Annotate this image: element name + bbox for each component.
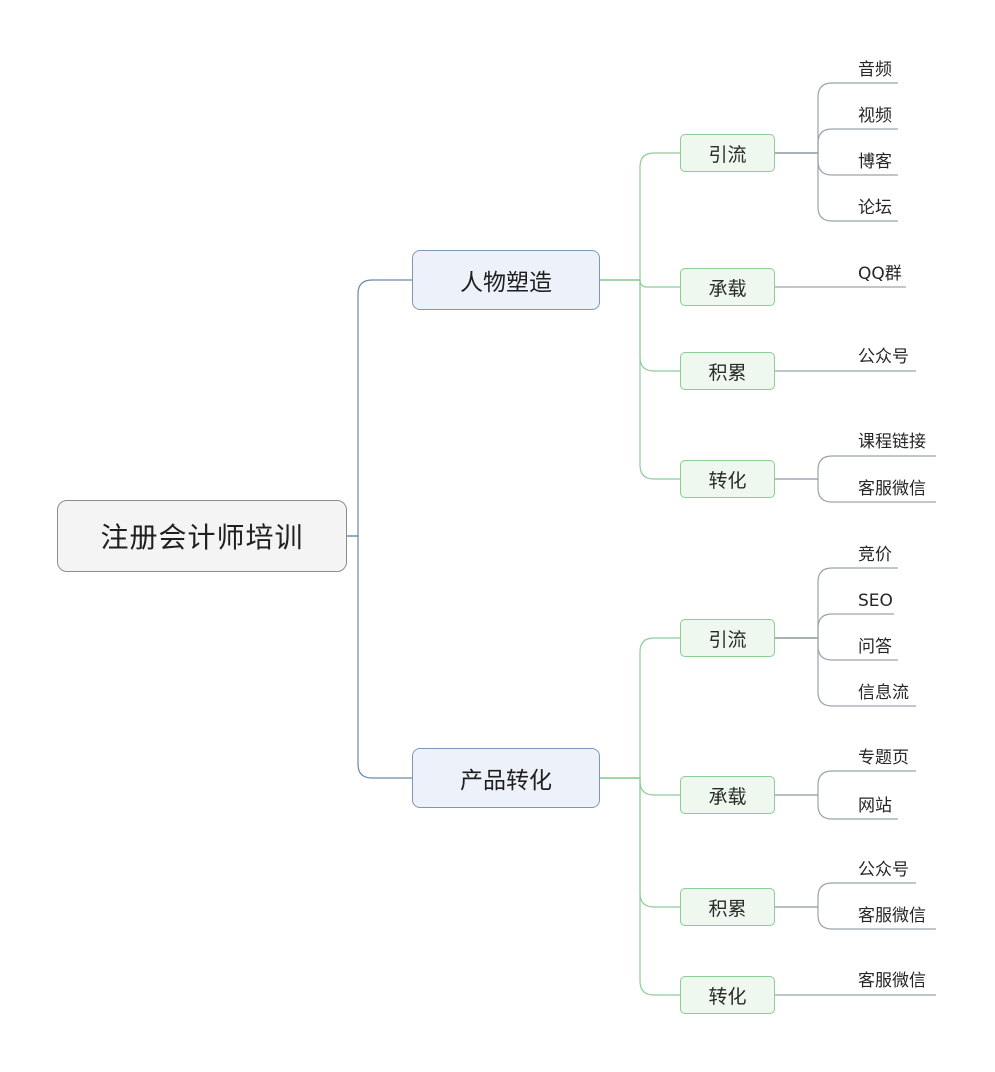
branch-label: 产品转化 <box>460 768 552 794</box>
leaf-node[interactable]: 竞价 <box>858 545 892 565</box>
leaf-connector <box>775 637 916 707</box>
leaf-connector <box>775 613 894 639</box>
leaf-connector <box>775 152 898 222</box>
branch-node-character[interactable]: 人物塑造 <box>412 250 600 310</box>
leaf-connector <box>775 455 936 480</box>
leaf-node[interactable]: 问答 <box>858 637 892 657</box>
leaf-node[interactable]: 视频 <box>858 106 892 126</box>
leaf-node[interactable]: 公众号 <box>858 347 909 367</box>
leaf-node[interactable]: 客服微信 <box>858 479 926 499</box>
sub-label: 转化 <box>708 985 747 1008</box>
sub-label: 积累 <box>708 361 747 384</box>
leaf-connector <box>775 770 916 796</box>
leaf-node[interactable]: 信息流 <box>858 683 909 703</box>
sub-node-carrier[interactable]: 承载 <box>680 776 775 814</box>
sub-label: 引流 <box>708 143 747 166</box>
branch-connector <box>600 637 680 779</box>
sub-node-convert[interactable]: 转化 <box>680 460 775 498</box>
root-node[interactable]: 注册会计师培训 <box>57 500 347 572</box>
branch-label: 人物塑造 <box>460 270 552 296</box>
sub-node-traffic[interactable]: 引流 <box>680 134 775 172</box>
leaf-node[interactable]: 网站 <box>858 796 892 816</box>
leaf-node[interactable]: QQ群 <box>858 264 902 284</box>
sub-label: 积累 <box>708 897 747 920</box>
leaf-connector <box>775 82 898 154</box>
sub-node-carrier[interactable]: 承载 <box>680 268 775 306</box>
leaf-connector <box>775 906 936 930</box>
leaf-node[interactable]: 公众号 <box>858 860 909 880</box>
branch-connector <box>600 777 680 996</box>
branch-node-product[interactable]: 产品转化 <box>412 748 600 808</box>
leaf-connector <box>775 478 936 503</box>
leaf-node[interactable]: SEO <box>858 591 893 611</box>
sub-node-accumulate[interactable]: 积累 <box>680 352 775 390</box>
root-connector <box>347 535 412 779</box>
root-label: 注册会计师培训 <box>100 521 304 554</box>
leaf-connector <box>775 567 898 639</box>
leaf-node[interactable]: 客服微信 <box>858 971 926 991</box>
leaf-node[interactable]: 博客 <box>858 152 892 172</box>
sub-label: 转化 <box>708 469 747 492</box>
sub-node-traffic[interactable]: 引流 <box>680 619 775 657</box>
sub-node-convert[interactable]: 转化 <box>680 976 775 1014</box>
branch-connector <box>600 152 680 281</box>
leaf-connector <box>775 882 916 908</box>
leaf-node[interactable]: 客服微信 <box>858 906 926 926</box>
sub-label: 承载 <box>708 277 747 300</box>
leaf-node[interactable]: 论坛 <box>858 198 892 218</box>
leaf-node[interactable]: 课程链接 <box>858 432 926 452</box>
sub-label: 承载 <box>708 785 747 808</box>
branch-connector <box>600 279 680 480</box>
sub-node-accumulate[interactable]: 积累 <box>680 888 775 926</box>
root-connector <box>347 279 412 537</box>
sub-label: 引流 <box>708 628 747 651</box>
leaf-node[interactable]: 音频 <box>858 60 892 80</box>
leaf-connector <box>775 794 898 820</box>
leaf-node[interactable]: 专题页 <box>858 748 909 768</box>
leaf-connector <box>775 128 898 154</box>
